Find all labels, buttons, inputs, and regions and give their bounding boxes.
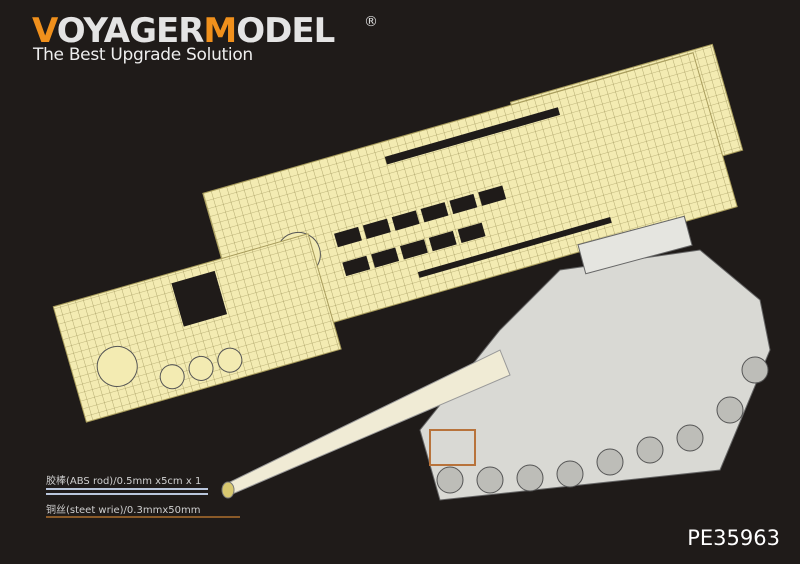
rod-label: 胶棒(ABS rod)/0.5mm x5cm x 1 [46,476,202,487]
logo-letter-m: M [203,11,237,51]
product-code: PE35963 [687,526,780,550]
logo-text-oyager: OYAGER [56,11,205,51]
brand-logo: VOYAGERMODEL [32,11,335,51]
muzzle [221,481,235,499]
logo-letter-v: V [32,11,58,51]
fret-large [202,52,738,348]
steel-wire-line [46,516,240,518]
road-wheels [436,356,769,494]
logo-text-odel: ODEL [236,11,335,51]
registered-mark: ® [364,14,378,30]
copper-wire-detail [429,429,476,466]
tank-model [221,215,771,501]
wire-label: 铜丝(steet wrie)/0.3mmx50mm [46,505,201,516]
abs-rod-line [46,488,208,495]
tagline: The Best Upgrade Solution [33,45,253,65]
fret-medium [52,233,342,423]
